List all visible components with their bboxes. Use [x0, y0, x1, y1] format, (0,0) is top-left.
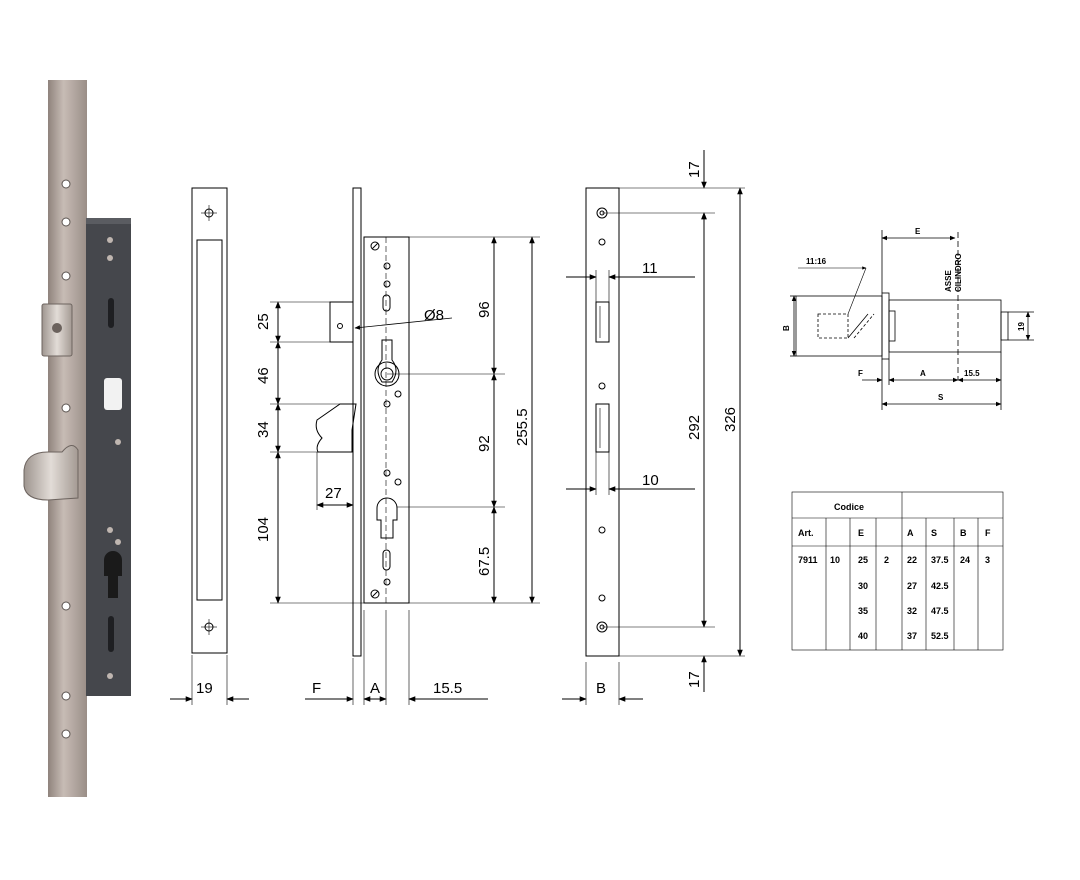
screw-hole [61, 691, 71, 701]
table-cell: 25 [858, 555, 868, 565]
dim-10: 10 [642, 472, 659, 489]
screw-hole [61, 217, 71, 227]
table-header-cell: F [985, 528, 991, 538]
cyl-axis-label-2: CILINDRO [954, 253, 963, 292]
lock-case [86, 218, 131, 696]
table-cell: 52.5 [931, 631, 949, 641]
cyl-e-label: E [915, 227, 921, 236]
front-width-label: 19 [196, 680, 213, 697]
spec-table [791, 491, 1004, 651]
screw-hole [61, 729, 71, 739]
table-cell: 24 [960, 555, 970, 565]
table-cell: 7911 [798, 555, 818, 565]
dim-96: 96 [476, 301, 493, 318]
table-cell: 3 [985, 555, 990, 565]
dim-11: 11 [642, 260, 658, 277]
table-group-header: Codice [834, 502, 864, 512]
table-header-cell: B [960, 528, 967, 538]
dim-25: 25 [255, 313, 272, 330]
screw-hole [61, 403, 71, 413]
table-header-cell: E [858, 528, 864, 538]
table-cell: 22 [907, 555, 917, 565]
dim-hole-diameter: Ø8 [424, 307, 444, 324]
cylinder-diagram [790, 230, 1034, 410]
screw-hole [61, 179, 71, 189]
lock-hook-bolt [23, 445, 79, 501]
dim-326: 326 [722, 407, 739, 432]
table-cell: 35 [858, 606, 868, 616]
dim-34: 34 [255, 421, 272, 438]
screw-hole [61, 601, 71, 611]
dim-17-bottom: 17 [686, 671, 703, 688]
dim-f: F [312, 680, 321, 697]
side-view [270, 187, 540, 705]
dim-104: 104 [255, 517, 272, 542]
cyl-axis-label-1: ASSE [944, 270, 953, 292]
table-cell: 37 [907, 631, 917, 641]
dim-67-5: 67.5 [476, 547, 493, 576]
dim-15-5: 15.5 [433, 680, 462, 697]
dim-b: B [596, 680, 606, 697]
table-cell: 32 [907, 606, 917, 616]
table-cell: 42.5 [931, 581, 949, 591]
cyl-b-label: B [782, 325, 791, 331]
dim-255-5: 255.5 [514, 408, 531, 446]
cyl-f-label: F [858, 369, 863, 378]
table-cell: 2 [884, 555, 889, 565]
dim-46: 46 [255, 367, 272, 384]
table-header-cell: A [907, 528, 914, 538]
dim-27: 27 [325, 485, 342, 502]
cyl-s-label: S [938, 393, 944, 402]
cyl-dia-label: 19 [1017, 322, 1026, 331]
table-cell: 27 [907, 581, 917, 591]
screw-hole [61, 271, 71, 281]
table-cell: 47.5 [931, 606, 949, 616]
strike-view [562, 150, 745, 705]
table-header-cell: S [931, 528, 937, 538]
cyl-ratio-label: 11:16 [806, 257, 827, 266]
cylinder-cutout [104, 551, 122, 598]
dim-17-top: 17 [686, 161, 703, 178]
dim-292: 292 [686, 415, 703, 440]
lock-photo [23, 80, 131, 797]
front-view [170, 187, 249, 705]
cyl-offset-label: 15.5 [964, 369, 980, 378]
table-cell: 40 [858, 631, 868, 641]
lock-faceplate [48, 80, 87, 797]
dim-a: A [370, 680, 380, 697]
table-cell: 30 [858, 581, 868, 591]
table-cell: 37.5 [931, 555, 949, 565]
cyl-a-label: A [920, 369, 926, 378]
dim-92: 92 [476, 435, 493, 452]
table-cell: 10 [830, 555, 840, 565]
table-header-cell: Art. [798, 528, 814, 538]
